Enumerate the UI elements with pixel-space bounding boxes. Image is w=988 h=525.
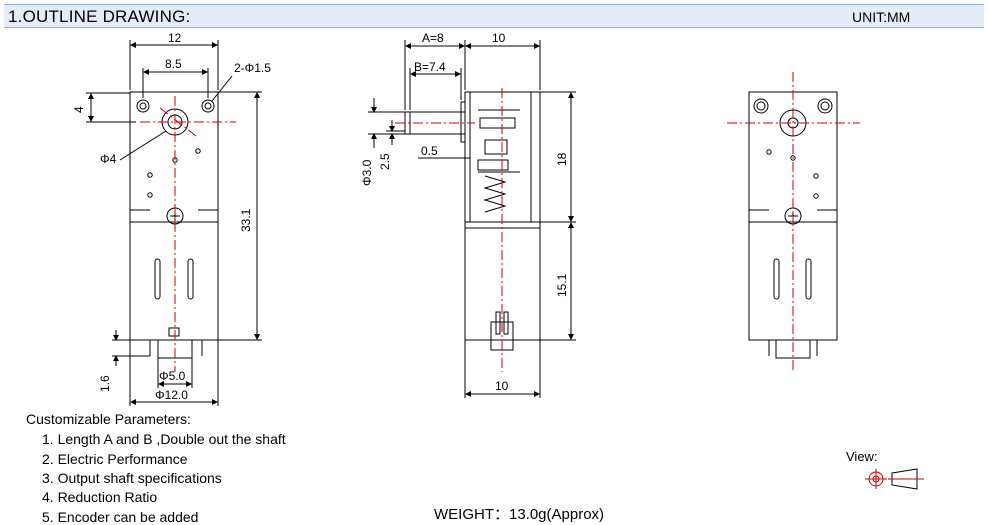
unit-label: UNIT:MM [852,9,911,25]
parameter-item: 2. Electric Performance [42,451,188,467]
rear-centerlines [727,72,860,370]
parameter-item: 3. Output shaft specifications [42,470,222,486]
dim-front-bottom-outer: Φ12.0 [155,388,188,402]
projection-symbol-icon [865,468,924,490]
dim-side-gap: 0.5 [421,144,438,158]
side-centerlines [395,88,503,372]
parameters-title: Customizable Parameters: [26,411,191,427]
dim-front-terminal-height: 1.6 [98,375,112,392]
front-view [86,40,262,406]
parameter-item: 5. Encoder can be added [42,509,199,525]
side-view [368,40,576,398]
dimension-labels: 12 8.5 2-Φ1.5 4 Φ4 33.1 1.6 Φ5.0 Φ12.0 A… [72,31,569,402]
dim-side-gear-height: 18 [555,152,569,166]
header-bar: 1.OUTLINE DRAWING: UNIT:MM [4,4,984,28]
dim-side-a: A=8 [422,31,444,45]
dim-side-shaft-dia: Φ3.0 [360,159,374,186]
section-title: 1.OUTLINE DRAWING: [8,7,191,26]
dim-side-motor-height: 15.1 [555,273,569,297]
weight-label: WEIGHT：13.0g(Approx) [434,506,605,523]
front-centerlines [140,96,236,372]
dim-front-total-height: 33.1 [239,208,253,232]
dim-side-b: B=7.4 [414,60,446,74]
dim-front-holes: 2-Φ1.5 [234,61,271,75]
dim-side-bottom-width: 10 [495,379,509,393]
dim-front-bottom-inner: Φ5.0 [159,369,186,383]
parameter-item: 1. Length A and B ,Double out the shaft [42,431,286,447]
dim-side-flat: 2.5 [378,153,392,170]
dim-side-top-width: 10 [492,31,506,45]
view-label: View: [846,449,878,464]
dim-front-shaft-dia: Φ4 [100,152,117,166]
dim-front-width: 12 [168,31,182,45]
dim-front-hole-spacing: 8.5 [165,57,182,71]
dim-front-hole-offset: 4 [72,106,86,113]
parameter-item: 4. Reduction Ratio [42,489,158,505]
